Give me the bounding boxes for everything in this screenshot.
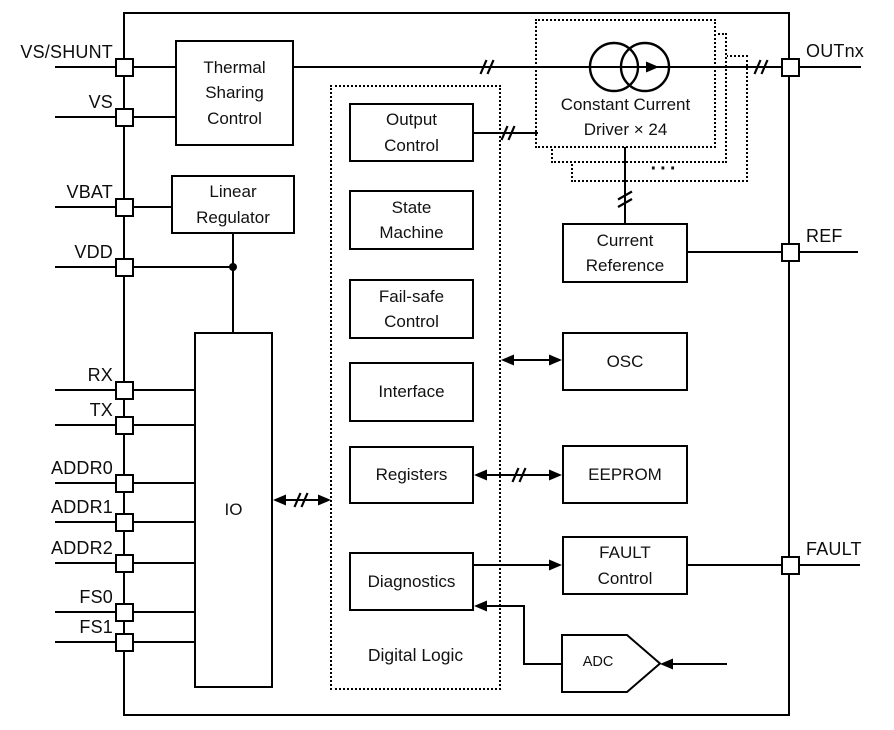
adc-shape — [561, 634, 662, 693]
block-osc: OSC — [562, 332, 688, 391]
block-eeprom: EEPROM — [562, 445, 688, 504]
bus-slash-outputcontrol — [500, 125, 516, 141]
bus-slash-io-dl — [293, 492, 309, 508]
pin-label-addr2: ADDR2 — [50, 538, 113, 558]
pin-fault — [780, 555, 800, 575]
constant-current-driver-label: Constant Current Driver × 24 — [560, 95, 691, 139]
pin-addr1 — [114, 512, 134, 532]
arrowhead-faultcontrol — [549, 559, 562, 571]
pin-label-fs1: FS1 — [79, 617, 113, 637]
arrowhead-current-source — [646, 61, 659, 73]
pin-label-vbat: VBAT — [66, 182, 113, 202]
block-registers: Registers — [349, 446, 474, 504]
ccd-stack-ellipsis: ··· — [650, 158, 680, 180]
pin-vdd — [114, 257, 134, 277]
pin-label-fault: FAULT — [806, 539, 862, 559]
block-state-machine: State Machine — [349, 190, 474, 250]
arrowhead-registers-left — [474, 469, 487, 481]
pin-label-ref: REF — [806, 226, 843, 246]
block-io: IO — [194, 332, 273, 688]
pin-outnx — [780, 57, 800, 77]
digital-logic-label: Digital Logic — [367, 645, 464, 665]
pin-label-tx: TX — [89, 400, 113, 420]
arrowhead-dl-osc-left — [501, 354, 514, 366]
digital-logic-region — [330, 85, 501, 690]
bus-slash-ccd-currentref — [617, 190, 633, 208]
pin-tx — [114, 415, 134, 435]
pin-label-addr0: ADDR0 — [50, 458, 113, 478]
pin-addr0 — [114, 473, 134, 493]
pin-label-outnx: OUTnx — [806, 41, 865, 61]
pin-fs0 — [114, 602, 134, 622]
wire-adc-diagnostics — [487, 605, 562, 665]
junction-dot-vdd — [229, 263, 237, 271]
pin-vs-shunt — [114, 57, 134, 77]
bus-slash-thermal-ccd — [479, 59, 495, 75]
block-diagnostics: Diagnostics — [349, 552, 474, 611]
block-thermal-sharing-control: Thermal Sharing Control — [175, 40, 294, 146]
arrowhead-eeprom-right — [549, 469, 562, 481]
pin-label-addr1: ADDR1 — [50, 497, 113, 517]
arrowhead-adc-input — [660, 658, 673, 670]
arrowhead-diagnostics-return — [474, 600, 487, 612]
pin-label-fs0: FS0 — [79, 587, 113, 607]
bus-slash-ccd-outnx — [753, 59, 769, 75]
arrowhead-io-left — [273, 494, 286, 506]
pin-label-vs: VS — [88, 92, 113, 112]
block-interface: Interface — [349, 362, 474, 422]
pin-rx — [114, 380, 134, 400]
bus-slash-registers-eeprom — [511, 467, 527, 483]
chip-outline — [123, 12, 790, 716]
block-output-control: Output Control — [349, 103, 474, 162]
block-fault-control: FAULT Control — [562, 536, 688, 595]
current-source-icon — [588, 41, 671, 93]
block-current-reference: Current Reference — [562, 223, 688, 283]
pin-label-vdd: VDD — [74, 242, 113, 262]
pin-label-vs-shunt: VS/SHUNT — [20, 42, 113, 62]
block-linear-regulator: Linear Regulator — [171, 175, 295, 234]
arrowhead-dl-right — [318, 494, 331, 506]
pin-ref — [780, 242, 800, 262]
pin-addr2 — [114, 553, 134, 573]
adc-label: ADC — [582, 654, 614, 670]
block-fail-safe-control: Fail-safe Control — [349, 279, 474, 339]
arrowhead-dl-osc-right — [549, 354, 562, 366]
pin-vbat — [114, 197, 134, 217]
pin-fs1 — [114, 632, 134, 652]
pin-label-rx: RX — [87, 365, 113, 385]
pin-vs — [114, 107, 134, 127]
